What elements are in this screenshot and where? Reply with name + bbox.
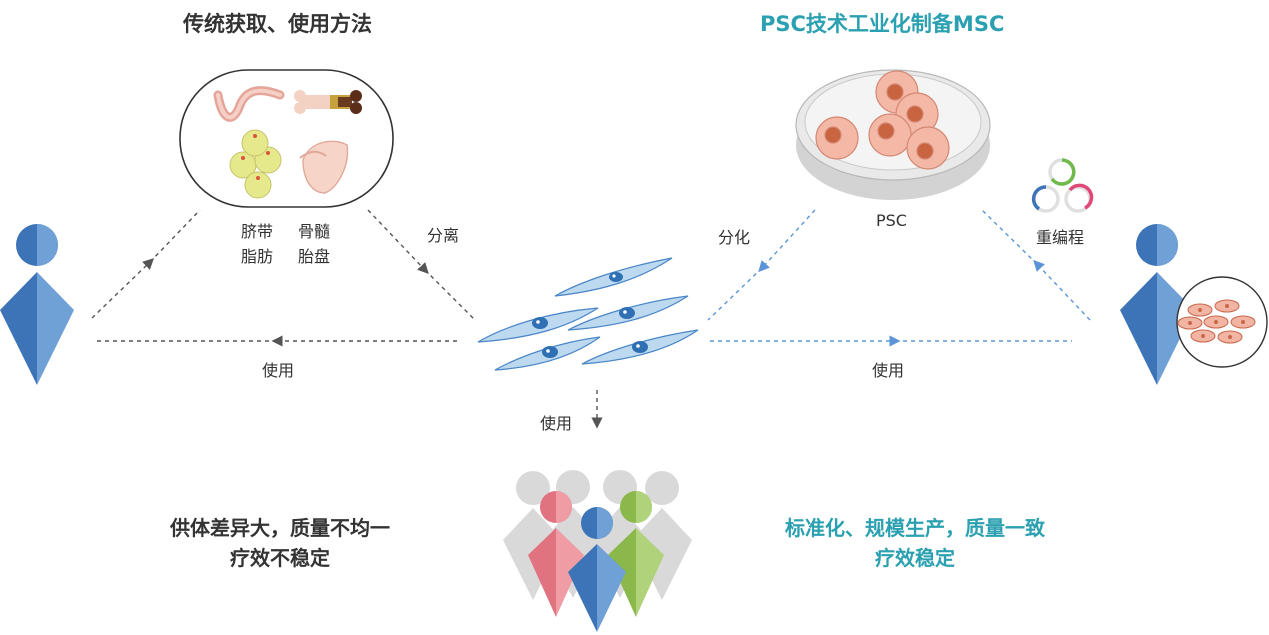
reprogram-label: 重编程 bbox=[1036, 228, 1085, 247]
msc-cells-icon bbox=[477, 257, 699, 371]
left-title: 传统获取、使用方法 bbox=[183, 12, 372, 36]
patient-group-icon bbox=[503, 470, 692, 632]
bottom-right-line2: 疗效稳定 bbox=[875, 546, 955, 570]
left-arrow-to-source bbox=[91, 258, 155, 319]
left-use-label: 使用 bbox=[262, 361, 295, 380]
reprogramming-icon bbox=[1031, 158, 1094, 213]
source-fat-label: 脂肪 bbox=[241, 247, 274, 266]
psc-label: PSC bbox=[876, 211, 907, 230]
bottom-left-line2: 疗效不稳定 bbox=[230, 546, 330, 570]
bottom-right-line1: 标准化、规模生产，质量一致 bbox=[785, 516, 1045, 540]
tissue-sources-icon bbox=[179, 69, 394, 208]
separate-arrow bbox=[367, 209, 429, 275]
center-use-label: 使用 bbox=[540, 414, 573, 433]
bottom-left-line1: 供体差异大，质量不均一 bbox=[170, 516, 390, 540]
psc-dish-icon bbox=[795, 69, 991, 200]
source-bone-marrow-label: 骨髓 bbox=[298, 222, 331, 241]
right-person-icon bbox=[1120, 224, 1194, 385]
bottom-right-text: 标准化、规模生产，质量一致 疗效稳定 bbox=[750, 513, 1080, 573]
separate-label: 分离 bbox=[427, 226, 460, 245]
right-use-label: 使用 bbox=[872, 361, 905, 380]
source-placenta-label: 胎盘 bbox=[298, 247, 331, 266]
right-title: PSC技术工业化制备MSC bbox=[760, 12, 1005, 36]
differentiate-arrow bbox=[758, 209, 816, 273]
bottom-left-text: 供体差异大，质量不均一 疗效不稳定 bbox=[140, 513, 420, 573]
differentiate-label: 分化 bbox=[718, 228, 751, 247]
somatic-cells-bubble-icon bbox=[1176, 276, 1268, 368]
left-person-icon bbox=[0, 224, 74, 385]
source-umbilical-label: 脐带 bbox=[241, 222, 274, 241]
reprogram-arrow bbox=[1033, 259, 1091, 321]
